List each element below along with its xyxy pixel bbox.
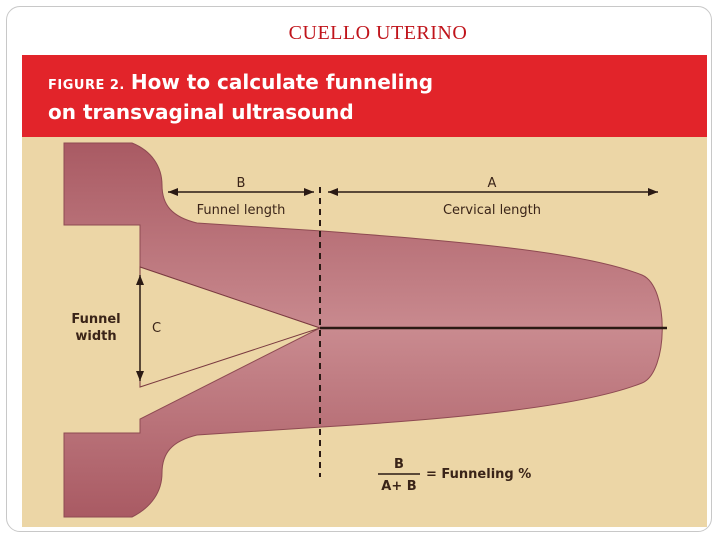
- funneling-diagram: B Funnel length A Cervical length Funnel…: [63, 142, 667, 518]
- formula-result: = Funneling %: [426, 467, 531, 482]
- b-arrow-head-left: [168, 188, 178, 196]
- figure-header: FIGURE 2. How to calculate funneling on t…: [22, 55, 707, 137]
- cervix-shape: [63, 142, 663, 518]
- label-a: A: [488, 176, 497, 191]
- a-arrow-head-right: [648, 188, 658, 196]
- b-arrow-head-right: [304, 188, 314, 196]
- label-b: B: [237, 176, 246, 191]
- label-funnel-width-line2: width: [75, 329, 116, 344]
- label-c: C: [152, 321, 161, 336]
- formula-denominator: A+ B: [381, 479, 416, 494]
- figure-panel: FIGURE 2. How to calculate funneling on t…: [22, 55, 707, 527]
- slide-title: CUELLO UTERINO: [288, 22, 468, 44]
- label-funnel-width-line1: Funnel: [71, 312, 120, 327]
- label-cervical-length: Cervical length: [443, 203, 541, 218]
- figure-title-line2: on transvaginal ultrasound: [48, 100, 354, 124]
- c-arrow-head-top: [136, 275, 144, 285]
- label-funnel-length: Funnel length: [197, 203, 286, 218]
- a-arrow-head-left: [328, 188, 338, 196]
- c-arrow-head-bottom: [136, 371, 144, 381]
- figure-title: FIGURE 2. How to calculate funneling on t…: [48, 69, 433, 125]
- formula-numerator: B: [394, 457, 404, 472]
- figure-label: FIGURE 2.: [48, 78, 125, 93]
- figure-title-line1: How to calculate funneling: [130, 70, 434, 94]
